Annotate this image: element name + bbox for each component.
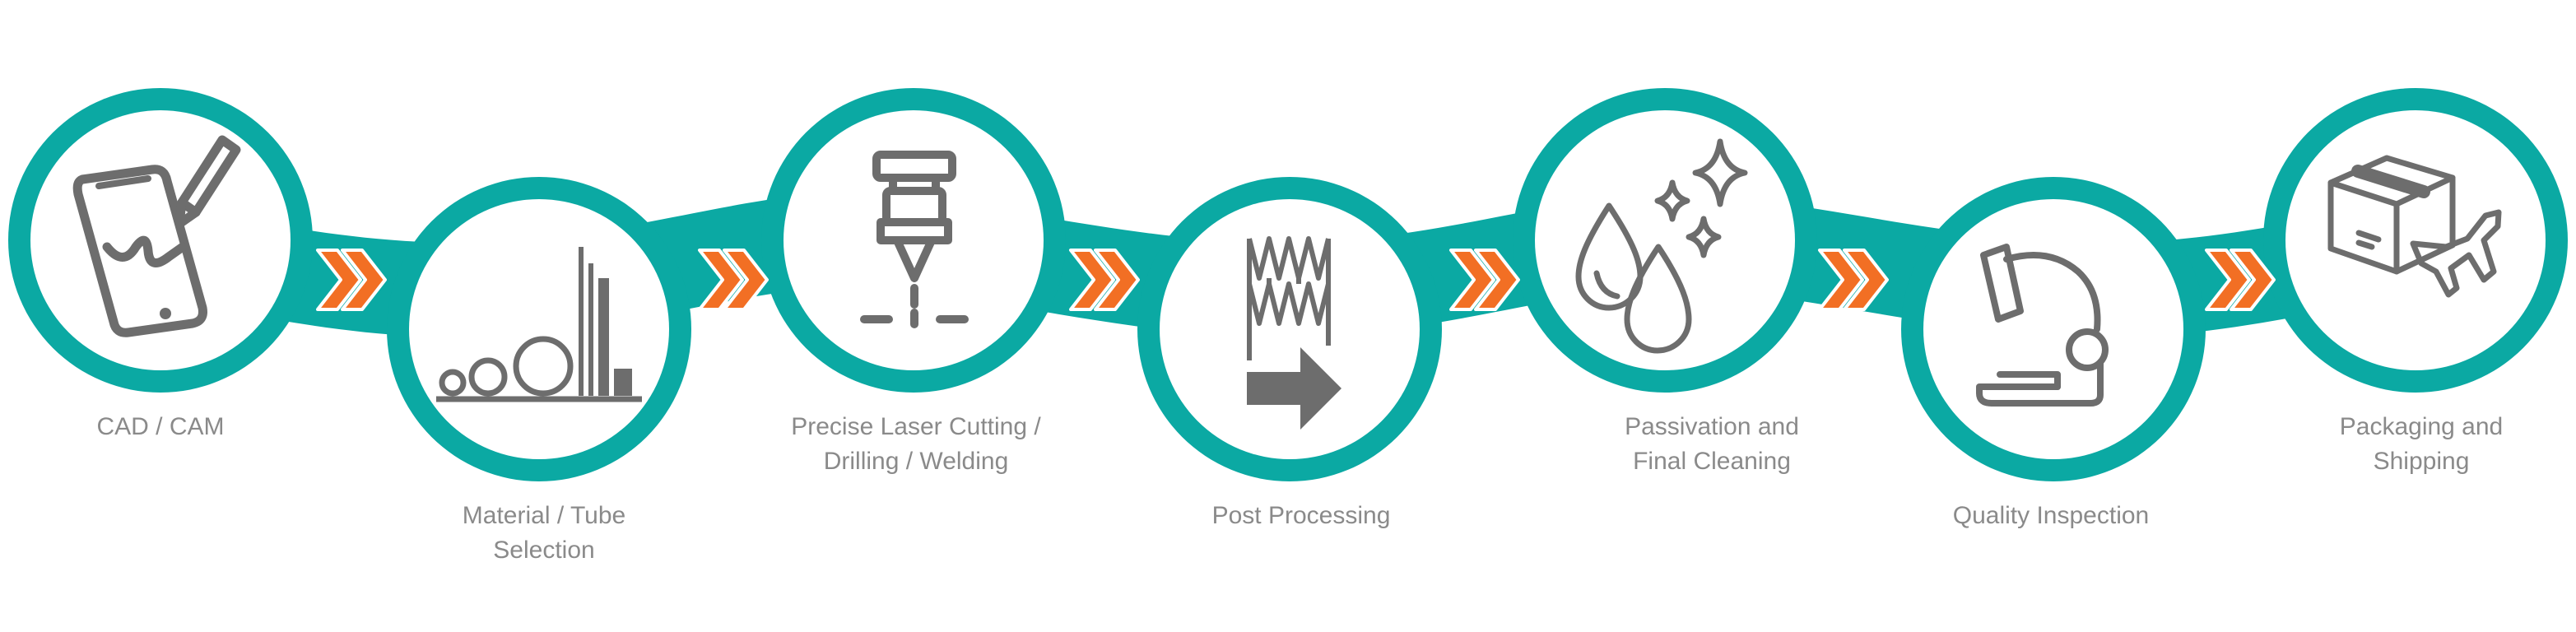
stent-arrow-icon bbox=[1247, 236, 1341, 430]
step-circle-5 bbox=[1535, 110, 1795, 370]
step-label-laser-cutting: Precise Laser Cutting / Drilling / Weldi… bbox=[791, 413, 1041, 475]
step-label-post-processing: Post Processing bbox=[1211, 502, 1391, 529]
step-label-passivation-cleaning: Passivation and Final Cleaning bbox=[1625, 413, 1799, 475]
microscope-icon bbox=[1976, 244, 2109, 407]
step-label-quality-inspection: Quality Inspection bbox=[1952, 502, 2150, 529]
step-label-material-tube-selection: Material / Tube Selection bbox=[462, 502, 626, 564]
step-circle-7 bbox=[2285, 110, 2546, 370]
step-label-cad-cam: CAD / CAM bbox=[96, 413, 225, 440]
drops-sparkle-icon bbox=[1575, 138, 1748, 354]
laser-cutter-icon bbox=[860, 151, 969, 328]
package-plane-icon bbox=[2327, 155, 2502, 298]
step-circle-4 bbox=[1160, 199, 1420, 459]
tube-bars-icon bbox=[436, 247, 642, 402]
step-label-packaging-shipping: Packaging and Shipping bbox=[2339, 413, 2504, 475]
step-circle-6 bbox=[1923, 199, 2183, 459]
tablet-stylus-icon bbox=[72, 135, 241, 337]
step-circle-2 bbox=[409, 199, 669, 459]
